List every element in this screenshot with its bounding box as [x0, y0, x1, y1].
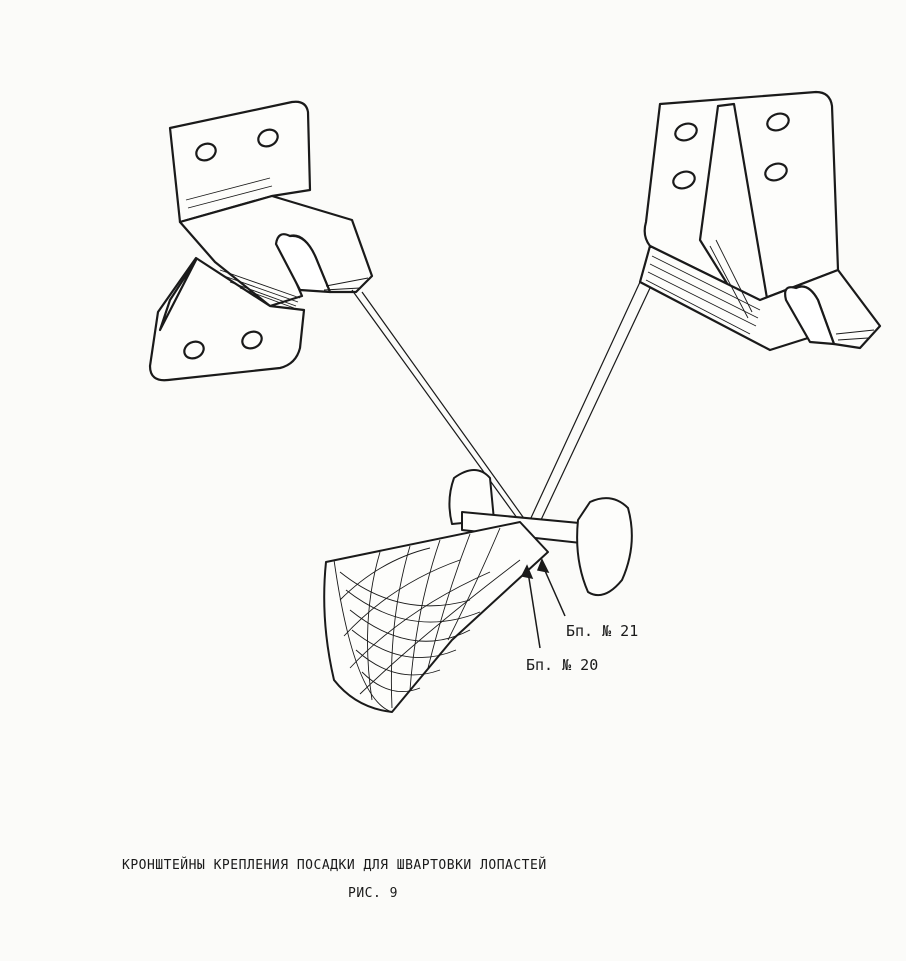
left-bracket-rib	[158, 258, 198, 332]
right-bracket-slot	[784, 285, 836, 346]
figure-caption-title: КРОНШТЕЙНЫ КРЕПЛЕНИЯ ПОСАДКИ ДЛЯ ШВАРТОВ…	[122, 858, 547, 873]
left-bracket-slot	[274, 233, 332, 294]
left-bracket-lower-plate	[148, 256, 306, 382]
left-hole-2	[257, 128, 279, 148]
hub-cap	[576, 497, 633, 596]
right-hole-3	[766, 112, 790, 132]
left-hole-3	[183, 340, 205, 360]
left-hole-4	[241, 330, 263, 350]
leader-lines	[351, 281, 651, 525]
figure-number: РИС. 9	[348, 886, 398, 901]
hub-assembly	[323, 469, 633, 713]
right-hole-1	[674, 122, 698, 142]
left-bracket	[148, 100, 374, 382]
right-hole-4	[764, 162, 788, 182]
callout-pointers	[520, 558, 566, 649]
right-bracket	[638, 90, 882, 352]
right-hole-2	[672, 170, 696, 190]
callout-label-20: Бп. № 20	[526, 656, 598, 674]
left-hole-1	[195, 142, 217, 162]
left-bracket-hatching	[185, 177, 369, 309]
blade-lattice	[333, 527, 521, 713]
right-bracket-hatching	[645, 239, 875, 341]
callout-label-21: Бп. № 21	[566, 622, 638, 640]
